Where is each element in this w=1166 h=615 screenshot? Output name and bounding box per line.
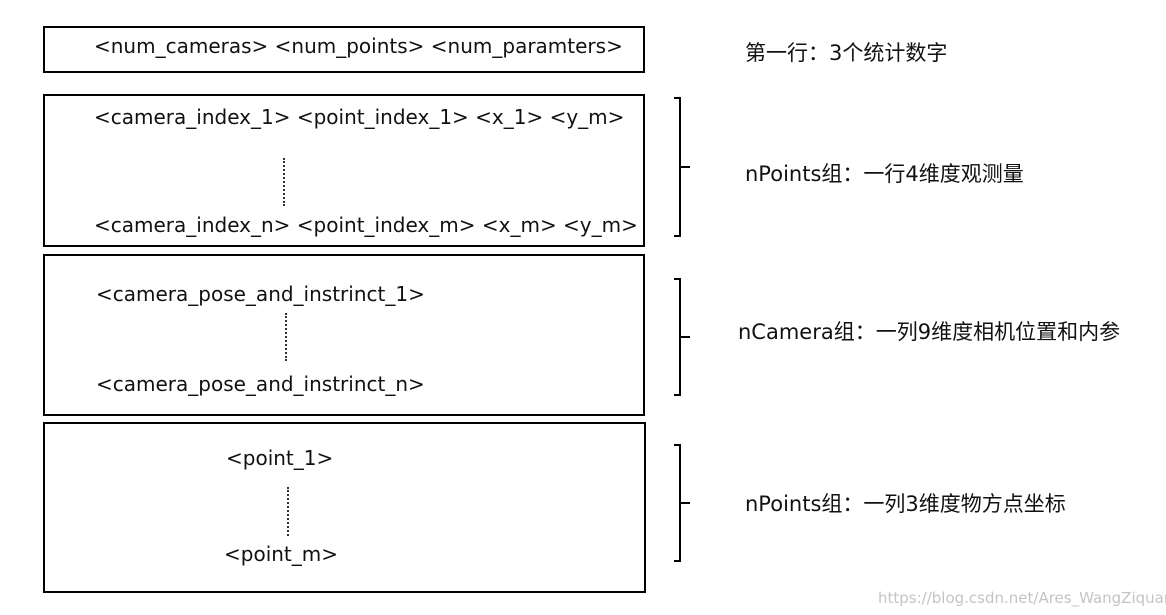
cameras-brace [674, 278, 690, 396]
watermark: https://blog.csdn.net/Ares_WangZiquan [878, 589, 1166, 607]
header-box-text: <num_cameras> <num_points> <num_paramter… [94, 34, 623, 58]
observations-box [43, 94, 645, 247]
points-label: nPoints组：一列3维度物方点坐标 [745, 492, 1066, 516]
header-label: 第一行：3个统计数字 [745, 41, 948, 65]
header-box [43, 26, 645, 73]
point-first-line: <point_1> [226, 446, 334, 470]
cameras-label: nCamera组：一列9维度相机位置和内参 [738, 320, 1121, 344]
point-ellipsis [287, 487, 289, 536]
point-last-line: <point_m> [224, 542, 339, 566]
points-box [43, 422, 646, 593]
camera-ellipsis [285, 313, 287, 361]
observation-ellipsis [283, 158, 285, 206]
camera-first-line: <camera_pose_and_instrinct_1> [96, 282, 425, 306]
observation-first-line: <camera_index_1> <point_index_1> <x_1> <… [94, 105, 625, 129]
observation-last-line: <camera_index_n> <point_index_m> <x_m> <… [94, 213, 638, 237]
observations-brace [674, 97, 690, 237]
points-brace [674, 444, 690, 562]
cameras-box [43, 254, 645, 416]
observations-label: nPoints组：一行4维度观测量 [745, 162, 1024, 186]
camera-last-line: <camera_pose_and_instrinct_n> [96, 372, 425, 396]
